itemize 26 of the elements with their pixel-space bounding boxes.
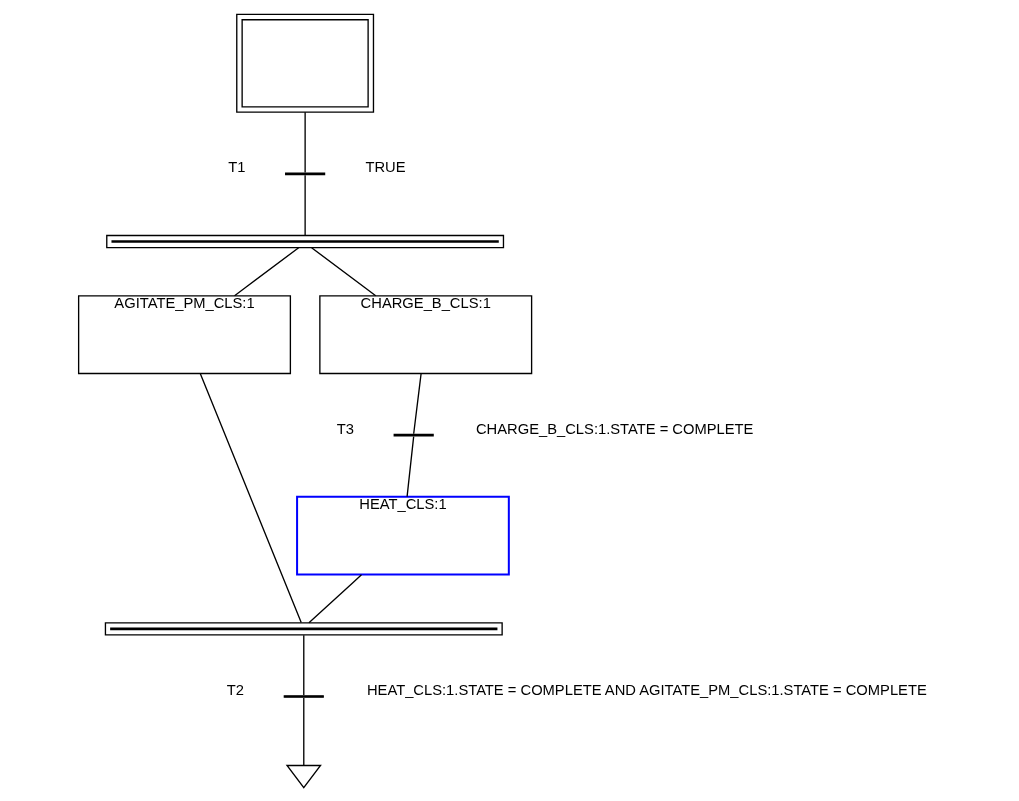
- connector: [303, 696, 305, 766]
- node-bar: [283, 694, 324, 698]
- node-bar: [104, 621, 503, 636]
- node-ground: [285, 764, 322, 789]
- node-box: [236, 13, 375, 113]
- node-label: T1: [228, 158, 246, 175]
- connector: [406, 435, 415, 497]
- node-label: HEAT_CLS:1.STATE = COMPLETE AND AGITATE_PM_CLS:1.STATE = COMPLETE: [366, 681, 927, 698]
- connector: [233, 246, 300, 296]
- connector: [413, 372, 422, 434]
- node-label: CHARGE_B_CLS:1.STATE = COMPLETE: [475, 420, 754, 437]
- node-box: AGITATE_PM_CLS:1: [77, 294, 292, 374]
- node-label: T3: [336, 420, 354, 437]
- connector: [304, 174, 306, 236]
- node-label: T2: [226, 681, 245, 698]
- connector: [199, 372, 302, 623]
- node-bar: [106, 234, 505, 248]
- connector: [304, 111, 306, 173]
- node-bar: [393, 433, 434, 436]
- connector: [303, 634, 305, 696]
- connector: [310, 246, 377, 296]
- node-label: TRUE: [365, 158, 406, 175]
- node-box: CHARGE_B_CLS:1: [319, 294, 533, 374]
- node-box: HEAT_CLS:1: [296, 495, 510, 576]
- connector: [308, 573, 363, 623]
- node-bar: [285, 172, 326, 175]
